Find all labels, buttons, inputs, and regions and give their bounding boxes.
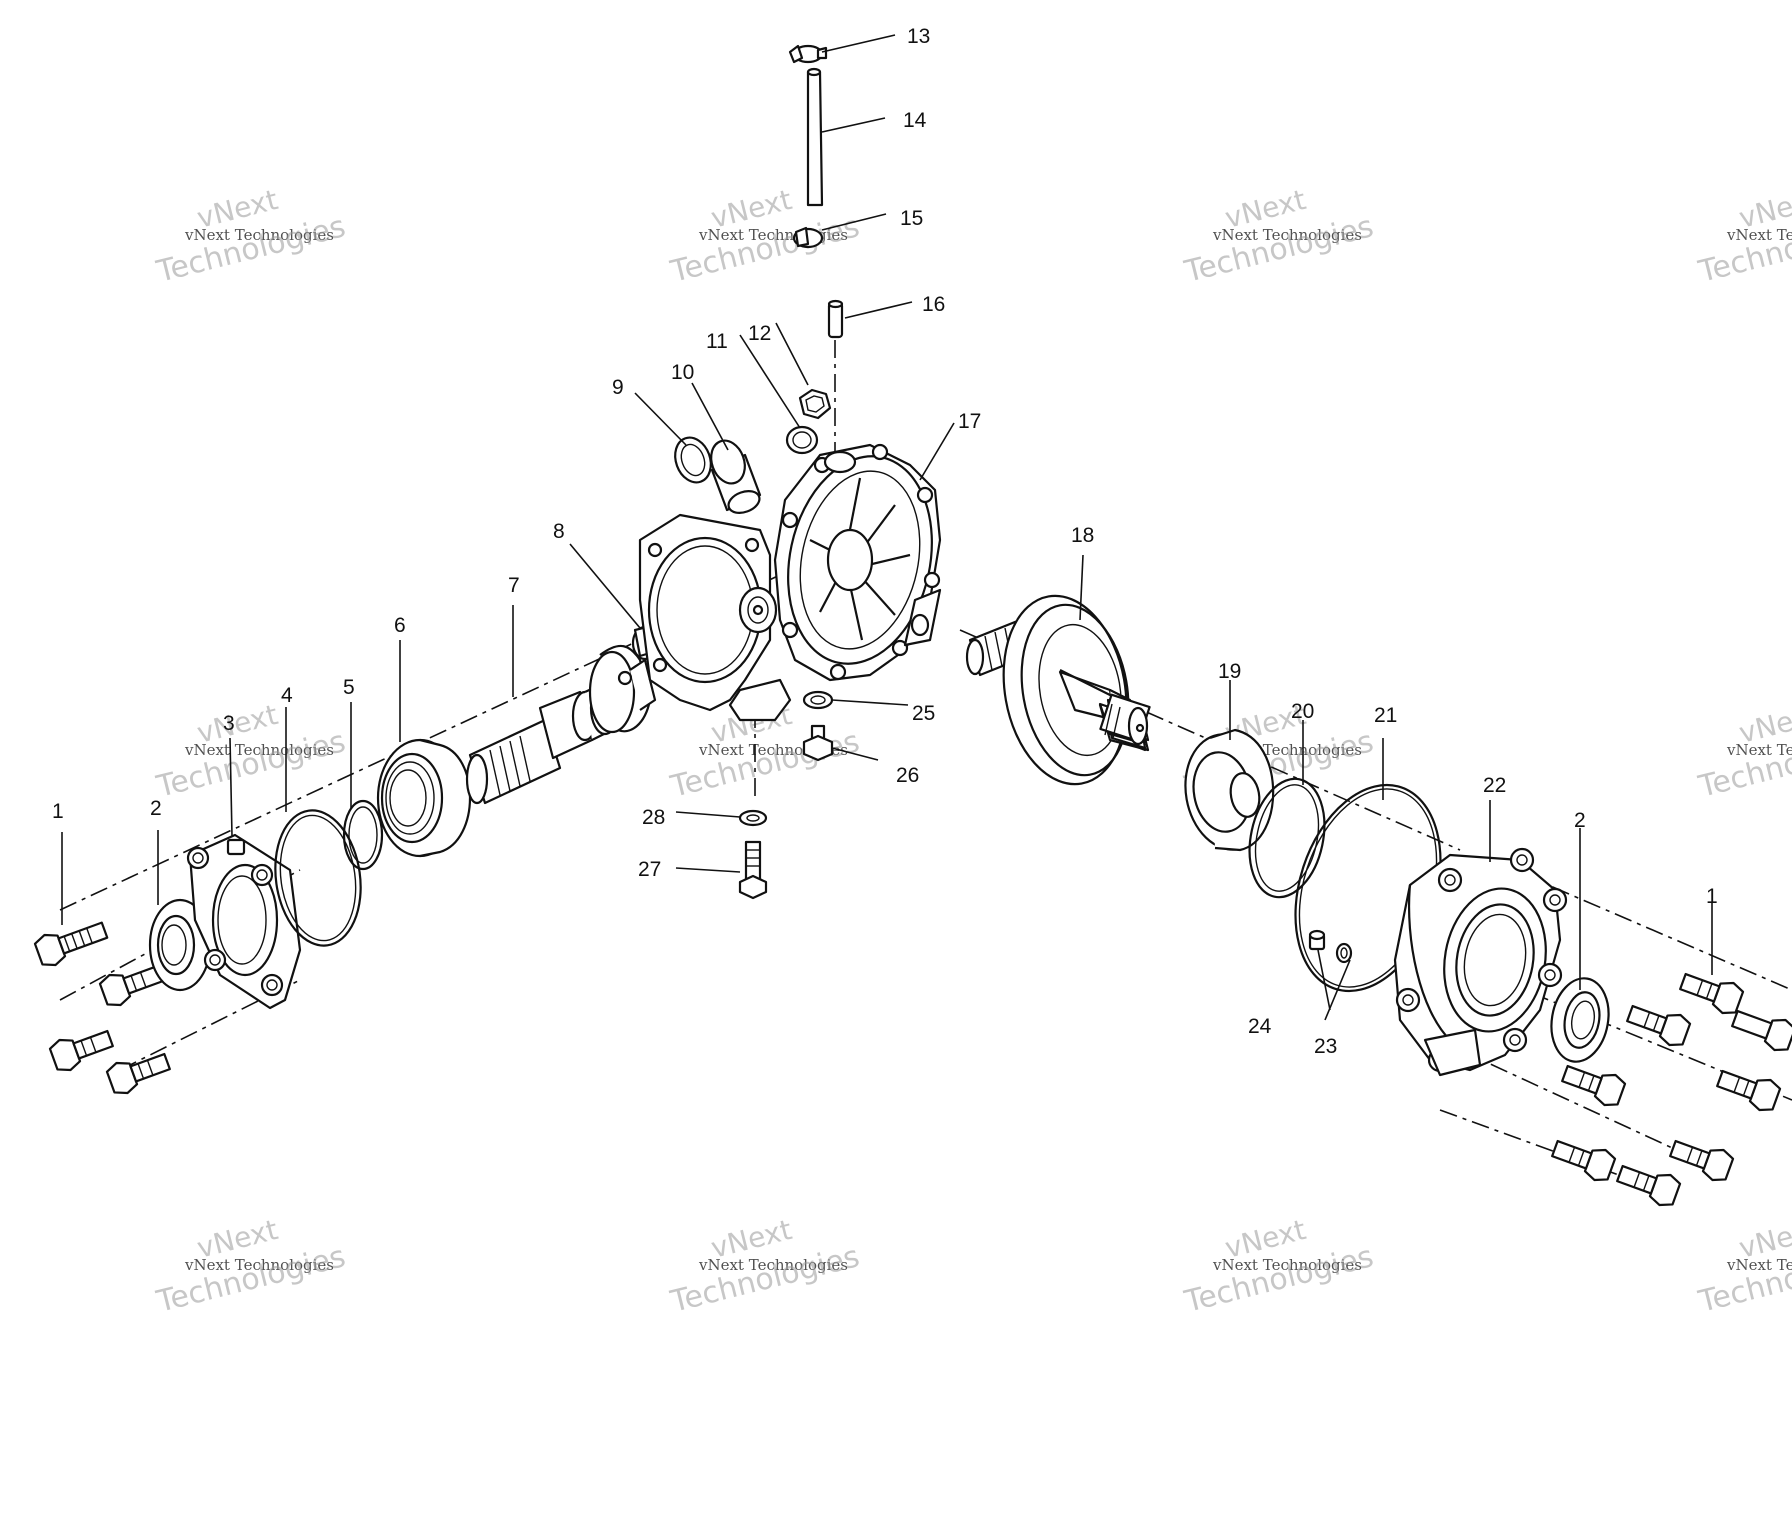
snap-ring	[342, 799, 384, 871]
washer-25	[802, 690, 834, 710]
left-o-ring	[274, 809, 362, 947]
callout-26: 26	[896, 764, 919, 787]
callout-23: 23	[1314, 1035, 1337, 1058]
callout-3: 3	[223, 712, 235, 735]
thrust-washer-19	[1184, 728, 1275, 852]
seal-ring-9	[674, 436, 712, 484]
callout-6: 6	[394, 614, 406, 637]
callout-1a: 1	[52, 800, 64, 823]
hose-clamp-15	[792, 226, 824, 249]
callout-8: 8	[553, 520, 565, 543]
callout-19: 19	[1218, 660, 1241, 683]
bolt-27	[738, 840, 768, 900]
drain-plug-26	[802, 724, 834, 762]
watermark-line-small: vNext Technologies	[184, 226, 334, 244]
callout-14: 14	[903, 109, 927, 132]
watermark-line-small: vNext Technologies	[698, 1256, 848, 1274]
left-bearing-cover	[186, 833, 302, 1010]
callout-9: 9	[612, 376, 624, 399]
o-ring-23	[1335, 942, 1353, 964]
right-gearcase-cover-22	[1393, 847, 1568, 1077]
callout-20: 20	[1291, 700, 1314, 723]
callout-labels: 1 2 3 4 5 6 7 8 9 10 11 12 13 14 15 16 1…	[52, 25, 1718, 1058]
watermark-line-small: vNext Technologies	[1726, 1256, 1792, 1274]
watermark-line-small: vNext Technologies	[184, 1256, 334, 1274]
callout-27: 27	[638, 858, 661, 881]
callout-2b: 2	[1574, 809, 1586, 832]
hose-clamp-13	[788, 44, 828, 64]
callout-12: 12	[748, 322, 771, 345]
pinion-shaft	[465, 644, 657, 805]
callout-11: 11	[706, 330, 728, 353]
vent-fitting-16	[827, 299, 844, 339]
watermark-line-small: vNext Technologies	[1212, 226, 1362, 244]
dowel-pin-24	[1308, 929, 1326, 951]
callout-7: 7	[508, 574, 520, 597]
gearcase-housing-17	[638, 443, 942, 722]
callout-2a: 2	[150, 797, 162, 820]
watermark-line-small: vNext Technologies	[1726, 226, 1792, 244]
watermark-line-small: vNext Technologies	[184, 741, 334, 759]
callout-4: 4	[281, 684, 293, 707]
callout-24: 24	[1248, 1015, 1272, 1038]
callout-5: 5	[343, 676, 355, 699]
callout-10: 10	[671, 361, 694, 384]
ring-gear-output-shaft-18	[965, 594, 1151, 786]
callout-16: 16	[922, 293, 945, 316]
o-ring-20	[1248, 777, 1326, 899]
callout-21: 21	[1374, 704, 1397, 727]
callout-15: 15	[900, 207, 923, 230]
vent-hose-14	[806, 67, 824, 207]
ball-bearing	[376, 738, 471, 858]
callout-17: 17	[958, 410, 981, 433]
watermark-line-small: vNext Technologies	[1212, 1256, 1362, 1274]
right-oil-seal	[1550, 977, 1610, 1063]
crush-washer-11	[785, 425, 819, 455]
watermark-line-small: vNext Technologies	[1726, 741, 1792, 759]
left-flange-bolts	[33, 921, 171, 1095]
bushing-10	[710, 439, 762, 514]
callout-28: 28	[642, 806, 665, 829]
callout-25: 25	[912, 702, 935, 725]
callout-1b: 1	[1706, 885, 1718, 908]
right-cover-bolts	[1551, 972, 1792, 1207]
fill-plug-12	[798, 388, 832, 420]
callout-13: 13	[907, 25, 930, 48]
callout-22: 22	[1483, 774, 1506, 797]
washer-28	[738, 809, 768, 827]
leader-lines	[61, 34, 1713, 1021]
callout-18: 18	[1071, 524, 1094, 547]
